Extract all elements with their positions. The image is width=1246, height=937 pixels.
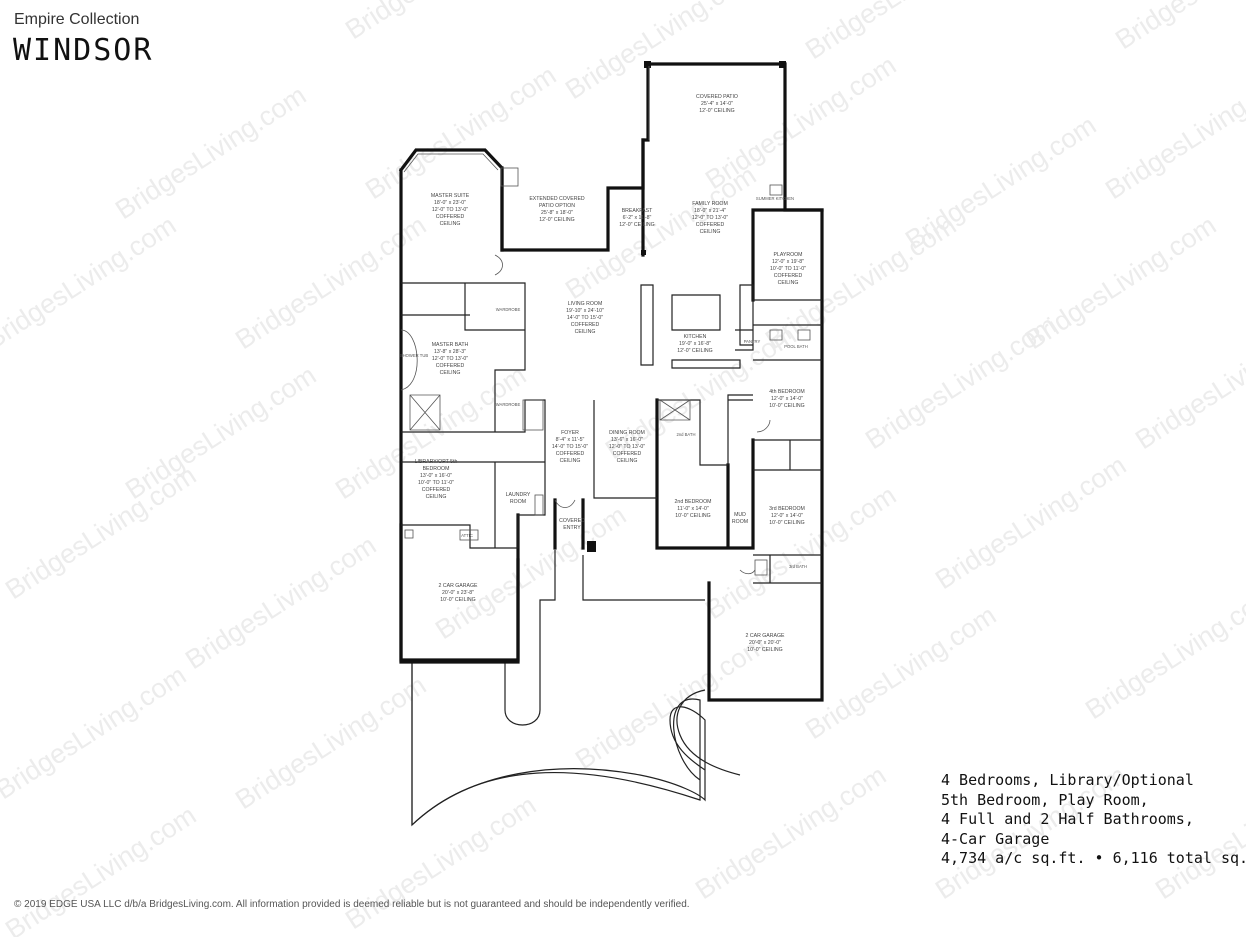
master-bath-tub	[400, 329, 418, 391]
specs-line: 4,734 a/c sq.ft. • 6,116 total sq.ft.	[941, 849, 1246, 867]
fixture-label-pool-bath: POOL BATH	[784, 344, 808, 349]
copyright-footer: © 2019 EDGE USA LLC d/b/a BridgesLiving.…	[14, 899, 690, 910]
fixture-label-bath3: 3rd BATH	[789, 564, 807, 569]
specs-line: 4 Full and 2 Half Bathrooms,	[941, 810, 1194, 828]
driveway-curve	[411, 706, 706, 826]
fixture-label-bath2: 2nd BATH	[676, 432, 695, 437]
collection-name: Empire Collection	[14, 11, 140, 28]
fixture-label-attic: ATTIC	[461, 533, 473, 538]
exterior-wall-garage-left	[399, 523, 520, 664]
specs-line: 5th Bedroom, Play Room,	[941, 790, 1149, 809]
exterior-wall-main	[398, 62, 824, 702]
specs-line: 4 Bedrooms, Library/Optional	[941, 771, 1194, 789]
driveway-apron-right	[582, 555, 705, 601]
fixture-label-shower-tub: SHOWER TUB	[400, 353, 429, 358]
door-swings	[494, 254, 771, 575]
fixture-label-summer-kitchen: SUMMER KITCHEN	[756, 196, 794, 201]
specs-line: 4-Car Garage	[941, 829, 1050, 848]
bay-window-detail	[403, 153, 499, 173]
exterior-wall-center	[655, 398, 755, 550]
driveway-right-curve	[676, 689, 741, 776]
interior-wall-breakfast	[500, 138, 645, 257]
fixture-label-wardrobe: WARDROBE	[496, 307, 521, 312]
fixture-label-wardrobe: WARDROBE	[496, 402, 521, 407]
driveway-apron-left	[504, 550, 556, 726]
master-bath-shower	[409, 394, 441, 431]
bath2-shower	[659, 399, 691, 421]
fixture-label-pantry: PANTRY	[744, 339, 761, 344]
exterior-wall-entry	[553, 498, 585, 550]
model-title: WINDSOR	[13, 33, 154, 68]
interior-walls	[401, 282, 822, 584]
driveway-left	[411, 660, 701, 827]
